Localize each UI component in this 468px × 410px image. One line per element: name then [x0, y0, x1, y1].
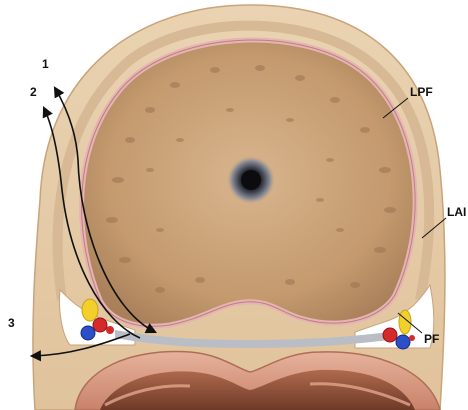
path-2-label: 2 [30, 85, 37, 99]
path-1-label: 1 [42, 57, 49, 71]
left-artery [93, 318, 107, 332]
right-artery [383, 328, 397, 342]
left-nerve [82, 299, 98, 321]
path-3-label: 3 [8, 316, 15, 330]
urethra-lumen [241, 170, 261, 190]
lai-label: LAI [447, 205, 466, 219]
right-small-artery [409, 335, 415, 341]
right-vein [396, 335, 410, 349]
pf-label: PF [424, 332, 439, 346]
left-small-artery [106, 326, 114, 334]
left-vein [81, 326, 95, 340]
lpf-label: LPF [410, 85, 433, 99]
